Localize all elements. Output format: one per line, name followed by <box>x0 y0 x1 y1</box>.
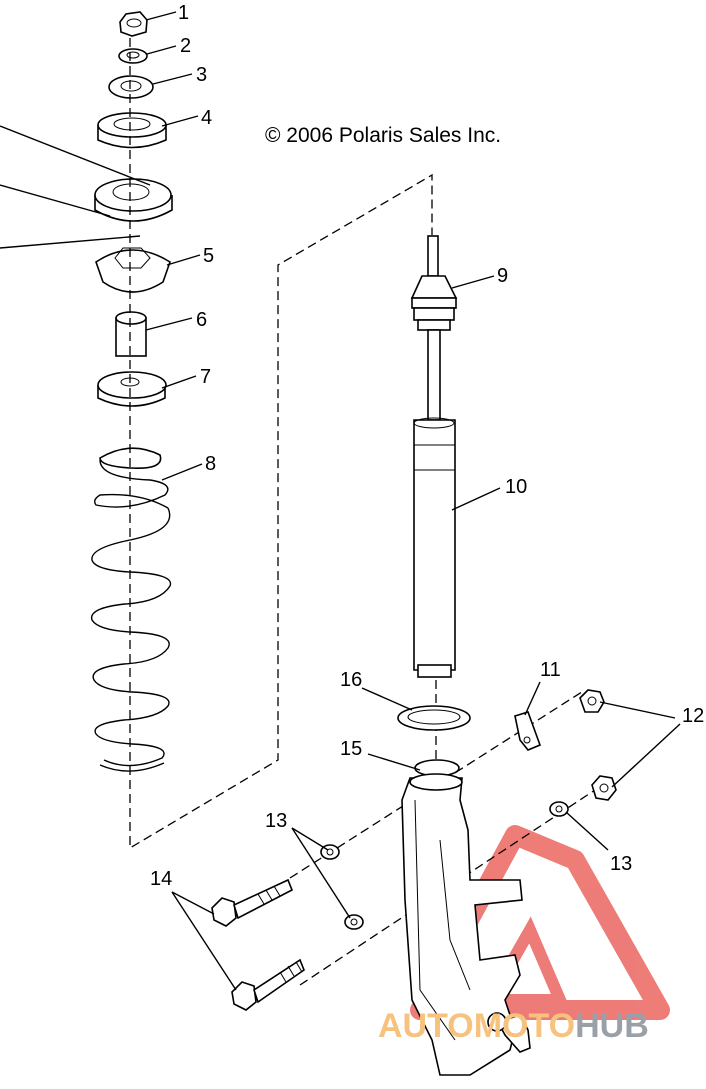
washer-part-13-left-lower <box>344 914 364 930</box>
leader-lines <box>0 11 681 991</box>
clip-part-11 <box>514 711 542 751</box>
callout-16: 16 <box>340 669 362 691</box>
callout-1: 1 <box>178 2 189 24</box>
callout-8: 8 <box>205 453 216 475</box>
nut-part-12-lower <box>591 775 617 801</box>
callout-4: 4 <box>201 107 212 129</box>
callout-2: 2 <box>180 35 191 57</box>
callout-3: 3 <box>196 64 207 86</box>
callout-13-right: 13 <box>610 853 632 875</box>
bolt-part-14-upper <box>211 878 294 927</box>
shock-body-part-10 <box>413 329 456 678</box>
callout-11: 11 <box>540 659 561 681</box>
callout-14: 14 <box>150 868 172 890</box>
bolt-part-14-lower <box>231 958 305 1011</box>
spring-seat-part-7 <box>97 371 167 407</box>
assembly-centerline-left <box>129 38 433 850</box>
bearing-cup-part-4 <box>97 112 167 149</box>
callout-10: 10 <box>505 476 527 498</box>
callout-5: 5 <box>203 245 214 267</box>
copyright-text: © 2006 Polaris Sales Inc. <box>265 124 501 147</box>
watermark-part2: MOTO <box>474 1007 575 1045</box>
watermark-part1: AUTO <box>378 1007 474 1045</box>
washer-part-2 <box>118 48 148 64</box>
callout-7: 7 <box>200 366 211 388</box>
callout-13-left: 13 <box>265 810 287 832</box>
shock-top-part-9 <box>410 235 458 331</box>
washer-part-13-right <box>549 801 569 817</box>
callout-15: 15 <box>340 738 362 760</box>
nut-part-12-upper <box>579 689 605 713</box>
washer-part-3 <box>108 75 154 99</box>
watermark-part3: HUB <box>575 1007 649 1045</box>
callout-6: 6 <box>196 309 207 331</box>
coil-spring-part-8 <box>90 447 172 772</box>
watermark-text: AUTOMOTOHUB <box>378 1007 649 1045</box>
callout-9: 9 <box>497 265 508 287</box>
spacer-part-6 <box>115 311 147 357</box>
strut-housing-part-15 <box>401 759 531 1076</box>
seal-ring-part-16 <box>397 705 471 731</box>
nut-part-1 <box>119 11 148 37</box>
bump-stop-part-5 <box>95 247 171 293</box>
callout-12: 12 <box>682 705 704 727</box>
